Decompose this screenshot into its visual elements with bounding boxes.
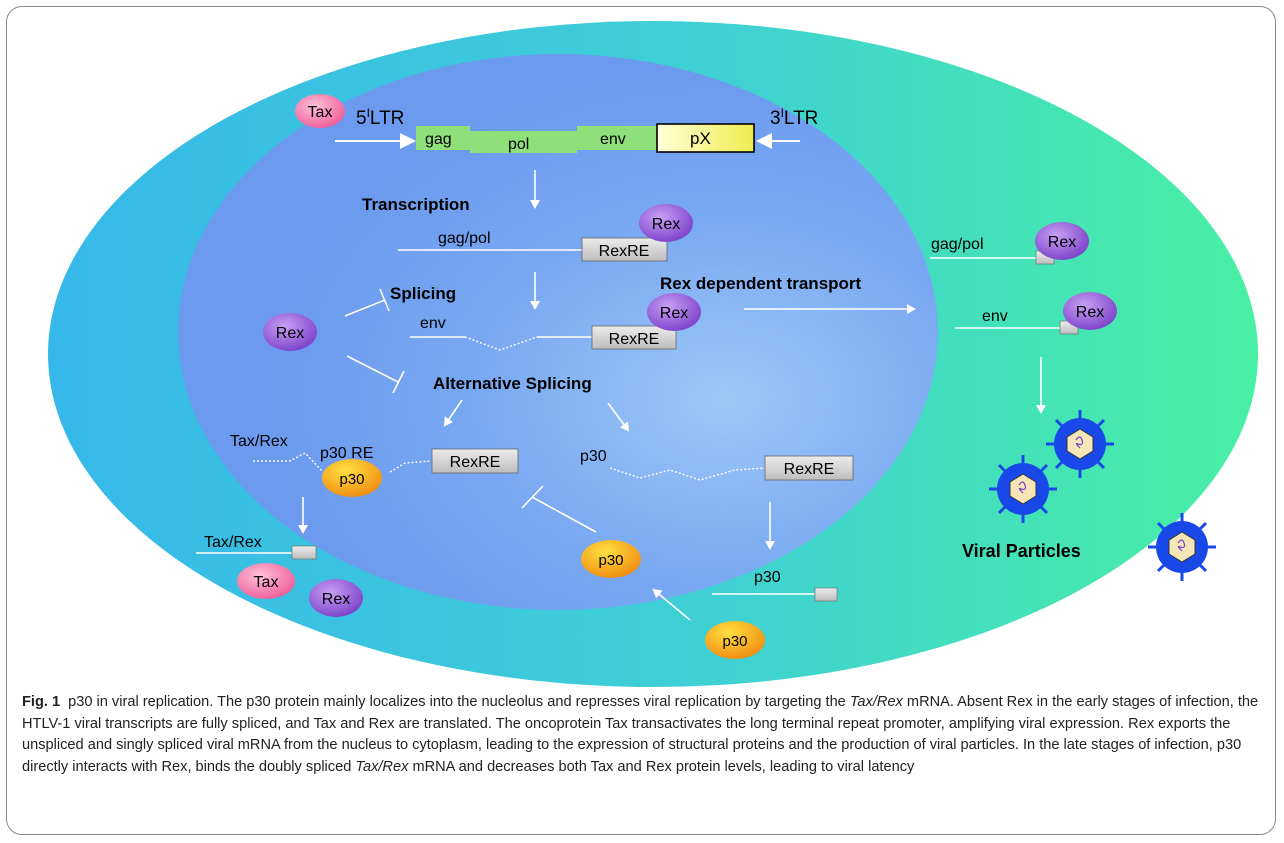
rex-inhibits-splicing xyxy=(344,299,386,317)
gag-label: gag xyxy=(425,131,452,148)
rex-label-cytoplasm: Rex xyxy=(322,591,350,608)
p30re-label: p30 RE xyxy=(320,445,373,462)
viral-particles-label: Viral Particles xyxy=(962,541,1081,561)
replication-diagram: gag pol env pX 5ILTR 3ILTR Tax Transcrip… xyxy=(48,21,1258,687)
altsplicing-arrow-right xyxy=(607,402,630,432)
p30-protein-nuclear xyxy=(581,540,641,578)
figure-label: Fig. 1 xyxy=(22,694,61,710)
ltr5-label: 5ILTR xyxy=(356,106,404,129)
ltr5-arrow xyxy=(335,133,416,149)
env-cyto-label: env xyxy=(982,308,1008,325)
rex-inhibits-altsplicing xyxy=(346,355,399,383)
rex-label-gagpol-cyto: Rex xyxy=(1048,234,1076,251)
caption-text-2: mRNA. Absent Rex in the early stages of … xyxy=(22,694,1259,775)
splicing-label: Splicing xyxy=(390,284,456,303)
caption-italic-1: Tax/Rex xyxy=(849,694,903,710)
rex-protein-gagpol xyxy=(639,204,693,242)
env-splice-junction xyxy=(464,336,538,351)
env-nuclear-label: env xyxy=(420,315,446,332)
caption-text-1: p30 in viral replication. The p30 protei… xyxy=(68,694,850,710)
tax-protein-promoter xyxy=(295,94,345,128)
tax-label-promoter: Tax xyxy=(308,104,333,121)
figure-caption: Fig. 1 p30 in viral replication. The p30 … xyxy=(22,692,1267,778)
transcription-label: Transcription xyxy=(362,195,470,214)
rex-protein-env xyxy=(647,293,701,331)
virion-released xyxy=(1148,513,1216,581)
p30-inhibition-line xyxy=(531,496,597,533)
p30-protein-cytoplasm xyxy=(705,621,765,659)
taxrex-cyto-label: Tax/Rex xyxy=(204,534,262,551)
gagpol-cyto-label: gag/pol xyxy=(931,236,984,253)
caption-italic-2: Tax/Rex xyxy=(355,758,409,775)
rex-inhibits-altsplicing-bar xyxy=(392,370,405,394)
pol-label: pol xyxy=(508,136,529,153)
rexre-label-env: RexRE xyxy=(609,331,660,348)
rexre-box-p30 xyxy=(764,455,854,481)
p30-label-cytoplasm: p30 xyxy=(722,633,747,650)
px-label: pX xyxy=(690,129,711,148)
virion-middle xyxy=(989,455,1057,523)
rex-label-regulator: Rex xyxy=(276,325,304,342)
p30-cyto-transcript-label: p30 xyxy=(754,569,781,586)
gag-segment xyxy=(416,126,470,150)
rexre-label-p30: RexRE xyxy=(784,461,835,478)
gagpol-nuclear-label: gag/pol xyxy=(438,230,491,247)
p30-label-nuclear: p30 xyxy=(598,552,623,569)
tax-label-cytoplasm: Tax xyxy=(254,574,279,591)
p30-cyto-box xyxy=(814,587,838,602)
taxrex-cyto-box xyxy=(291,545,317,560)
rex-label-env: Rex xyxy=(660,305,688,322)
rexre-label-gagpol: RexRE xyxy=(599,243,650,260)
rex-label-gagpol: Rex xyxy=(652,216,680,233)
altsplicing-arrow-left xyxy=(443,399,463,427)
genome-map: gag pol env pX 5ILTR 3ILTR xyxy=(335,106,818,153)
taxrex-spliced-strand xyxy=(253,452,433,473)
p30-protein-bound xyxy=(322,459,382,497)
rex-protein-gagpol-cyto xyxy=(1035,222,1089,260)
rex-label-env-cyto: Rex xyxy=(1076,304,1104,321)
caption-text-3: mRNA and decreases both Tax and Rex prot… xyxy=(408,758,915,775)
pol-segment xyxy=(470,131,577,153)
rexre-box-env xyxy=(591,325,677,350)
rex-protein-regulator xyxy=(263,313,317,351)
p30-nuclear-transcript-label: p30 xyxy=(580,448,607,465)
rex-protein-cytoplasm xyxy=(309,579,363,617)
virion-top xyxy=(1046,410,1114,478)
p30-import-arrow xyxy=(652,588,691,621)
rexre-label-taxrex: RexRE xyxy=(450,454,501,471)
env-label: env xyxy=(600,131,626,148)
rexre-box-taxrex xyxy=(431,448,519,474)
ltr3-arrow xyxy=(756,133,800,149)
figure-frame xyxy=(6,6,1276,835)
alternative-splicing-label: Alternative Splicing xyxy=(433,374,592,393)
rex-protein-env-cyto xyxy=(1063,292,1117,330)
taxrex-nuclear-label: Tax/Rex xyxy=(230,433,288,450)
px-segment xyxy=(656,123,755,153)
rexre-box-gagpol xyxy=(581,237,668,262)
p30-inhibition-bar xyxy=(521,485,544,509)
p30-label-bound: p30 xyxy=(339,471,364,488)
tax-protein-cytoplasm xyxy=(237,563,295,599)
env-segment xyxy=(577,126,657,150)
rex-inhibits-splicing-bar xyxy=(379,288,390,312)
rex-transport-label: Rex dependent transport xyxy=(660,274,862,293)
ltr3-label: 3ILTR xyxy=(770,106,818,129)
